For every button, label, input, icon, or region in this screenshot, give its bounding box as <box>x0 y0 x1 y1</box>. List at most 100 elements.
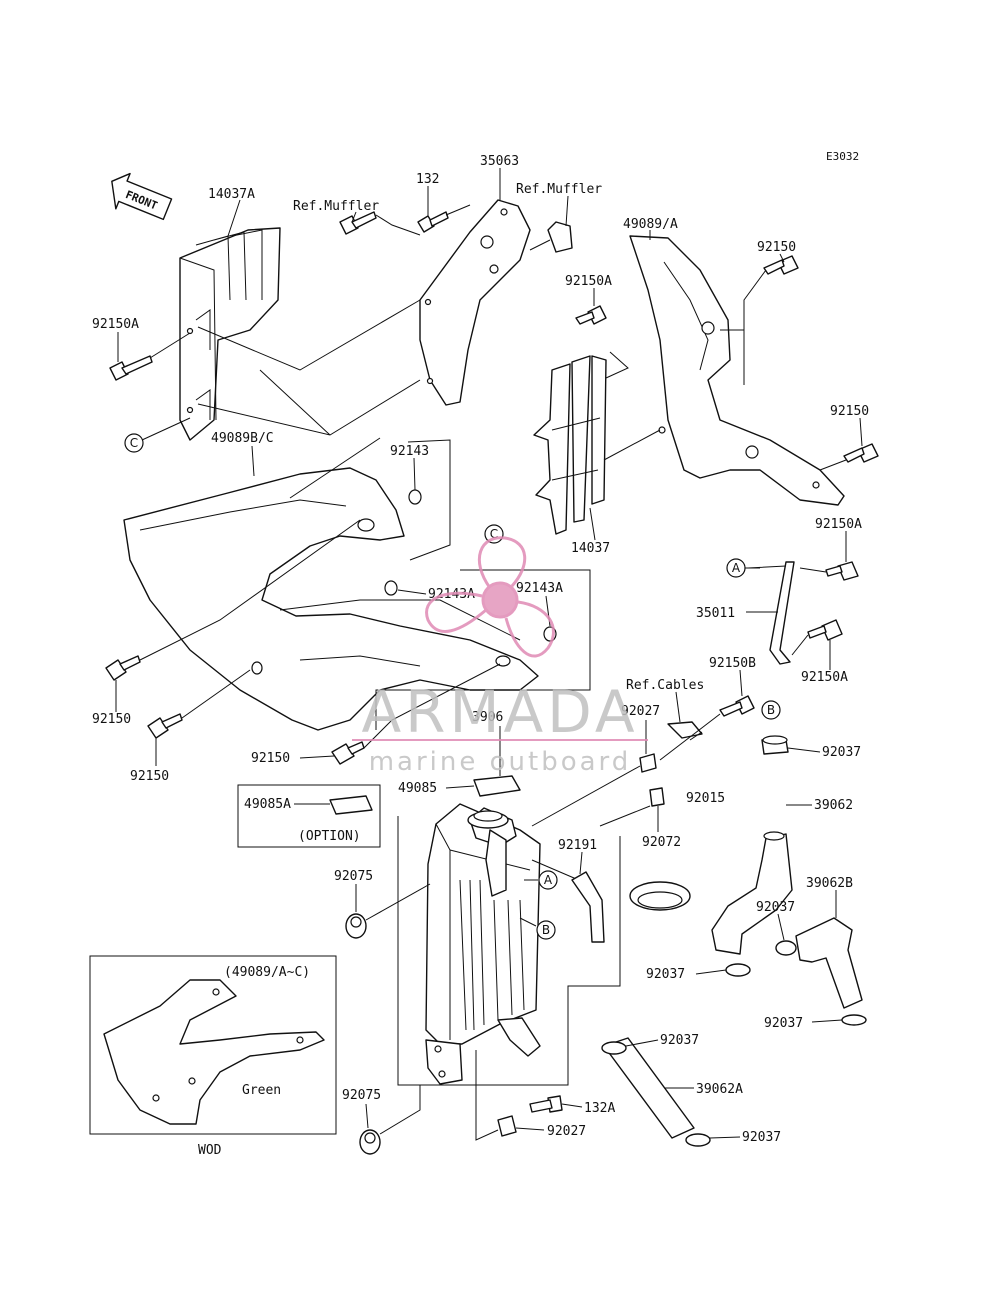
callout-a-radiator: A <box>538 870 558 890</box>
label-39062B: 39062B <box>806 876 853 891</box>
label-49089A: 49089/A <box>623 217 678 232</box>
stay-35011 <box>769 561 795 665</box>
label-132A: 132A <box>584 1101 615 1116</box>
bolt-92150-top-right <box>763 255 799 275</box>
label-49085: 49085 <box>398 781 437 796</box>
grommet-92143 <box>408 489 422 505</box>
callout-b-clamp: B <box>761 700 781 720</box>
svg-text:A: A <box>544 873 553 887</box>
inset-variant-label: WOD <box>198 1143 222 1158</box>
clip-92072 <box>649 787 665 807</box>
pad-49085 <box>473 775 521 797</box>
option-box <box>237 784 381 848</box>
front-arrow-icon: FRONT <box>111 172 173 221</box>
label-92027-top: 92027 <box>621 704 660 719</box>
label-92150A-r3: 92150A <box>815 517 862 532</box>
armada-watermark: ARMADA marine outboard <box>352 536 648 777</box>
bolt-132A <box>529 1095 563 1113</box>
label-49089BC: 49089B/C <box>211 431 274 446</box>
label-92037-r4: 92037 <box>764 1016 803 1031</box>
label-35063: 35063 <box>480 154 519 169</box>
clamp-92037-e <box>601 1041 627 1055</box>
clamp-92037-b <box>775 940 797 956</box>
watermark-brand: ARMADA <box>361 678 638 746</box>
bolt-92150A-left <box>109 355 153 381</box>
bolt-92150-left-1 <box>105 655 141 681</box>
bolt-92150A-center <box>575 305 607 325</box>
grommet-92143A-a <box>384 580 398 596</box>
label-14037A: 14037A <box>208 187 255 202</box>
label-14037: 14037 <box>571 541 610 556</box>
label-39062: 39062 <box>814 798 853 813</box>
label-92075-2: 92075 <box>342 1088 381 1103</box>
label-92072: 92072 <box>642 835 681 850</box>
svg-text:C: C <box>490 527 498 541</box>
shroud-49089A <box>629 235 845 506</box>
bolt-92150-left-3 <box>331 741 365 765</box>
band-clamp <box>629 881 691 911</box>
bolt-92150A-stay-top <box>825 561 859 581</box>
hose-39062B <box>795 917 863 1009</box>
svg-text:C: C <box>130 436 138 450</box>
hose-39062 <box>711 831 793 955</box>
callout-b-radiator: B <box>536 920 556 940</box>
bolt-92150A-stay-bottom <box>807 619 843 641</box>
inset-box <box>89 955 337 1135</box>
label-92150A-left: 92150A <box>92 317 139 332</box>
pad-49085A <box>329 795 373 815</box>
propeller-logo-icon <box>425 536 555 658</box>
inset-shroud-green <box>103 979 325 1125</box>
inset-color-label: Green <box>242 1083 281 1098</box>
callout-a-stay: A <box>726 558 746 578</box>
bolt-92150-mid-right <box>843 443 879 463</box>
label-92191: 92191 <box>558 838 597 853</box>
label-92037-r2: 92037 <box>756 900 795 915</box>
label-92150-l2: 92150 <box>251 751 290 766</box>
label-49085A: 49085A <box>244 797 291 812</box>
label-92150-l3: 92150 <box>130 769 169 784</box>
callout-c-top: C <box>124 433 144 453</box>
clamp-92037-f <box>685 1133 711 1147</box>
bolt-92027-top <box>639 753 657 773</box>
shroud-49089BC <box>123 467 539 731</box>
label-92150-tr: 92150 <box>757 240 796 255</box>
svg-text:B: B <box>767 703 775 717</box>
bolt-92150-left-2 <box>147 713 183 739</box>
radiator-3906 <box>425 803 541 1085</box>
label-92075-1: 92075 <box>334 869 373 884</box>
shroud-louver-14037A <box>179 227 281 441</box>
hose-92191 <box>571 871 605 943</box>
bolt-92027-bottom <box>497 1115 517 1137</box>
label-92150-r2: 92150 <box>830 404 869 419</box>
label-92150B: 92150B <box>709 656 756 671</box>
grommet-92075-a <box>345 913 367 939</box>
option-label: (OPTION) <box>298 829 361 844</box>
bolt-92150B <box>719 695 755 717</box>
radiator-cap-92015 <box>467 810 509 829</box>
label-92037-r6: 92037 <box>742 1130 781 1145</box>
label-92143: 92143 <box>390 444 429 459</box>
radiator-grille-14037 <box>533 355 607 535</box>
watermark-tagline: marine outboard <box>369 747 632 777</box>
label-92037-r3: 92037 <box>646 967 685 982</box>
bolt-ref-muffler-right <box>547 221 573 253</box>
hose-39062A <box>603 1037 695 1139</box>
grommet-92075-b <box>359 1129 381 1155</box>
bracket-35063 <box>419 199 531 406</box>
diagram-code: E3032 <box>826 150 859 163</box>
label-92143A-2: 92143A <box>516 581 563 596</box>
label-92037-r5: 92037 <box>660 1033 699 1048</box>
label-3906: 3906 <box>472 710 503 725</box>
label-92015: 92015 <box>686 791 725 806</box>
label-132: 132 <box>416 172 439 187</box>
bolt-132 <box>417 211 449 233</box>
label-92027-bottom: 92027 <box>547 1124 586 1139</box>
label-35011: 35011 <box>696 606 735 621</box>
label-ref-muffler-1: Ref.Muffler <box>293 199 379 214</box>
label-92150A-r4: 92150A <box>801 670 848 685</box>
label-ref-muffler-2: Ref.Muffler <box>516 182 602 197</box>
svg-text:B: B <box>542 923 550 937</box>
clamp-92037-d <box>841 1014 867 1026</box>
inset-title: (49089/A~C) <box>224 965 310 980</box>
clamp-92037-top <box>761 735 789 755</box>
